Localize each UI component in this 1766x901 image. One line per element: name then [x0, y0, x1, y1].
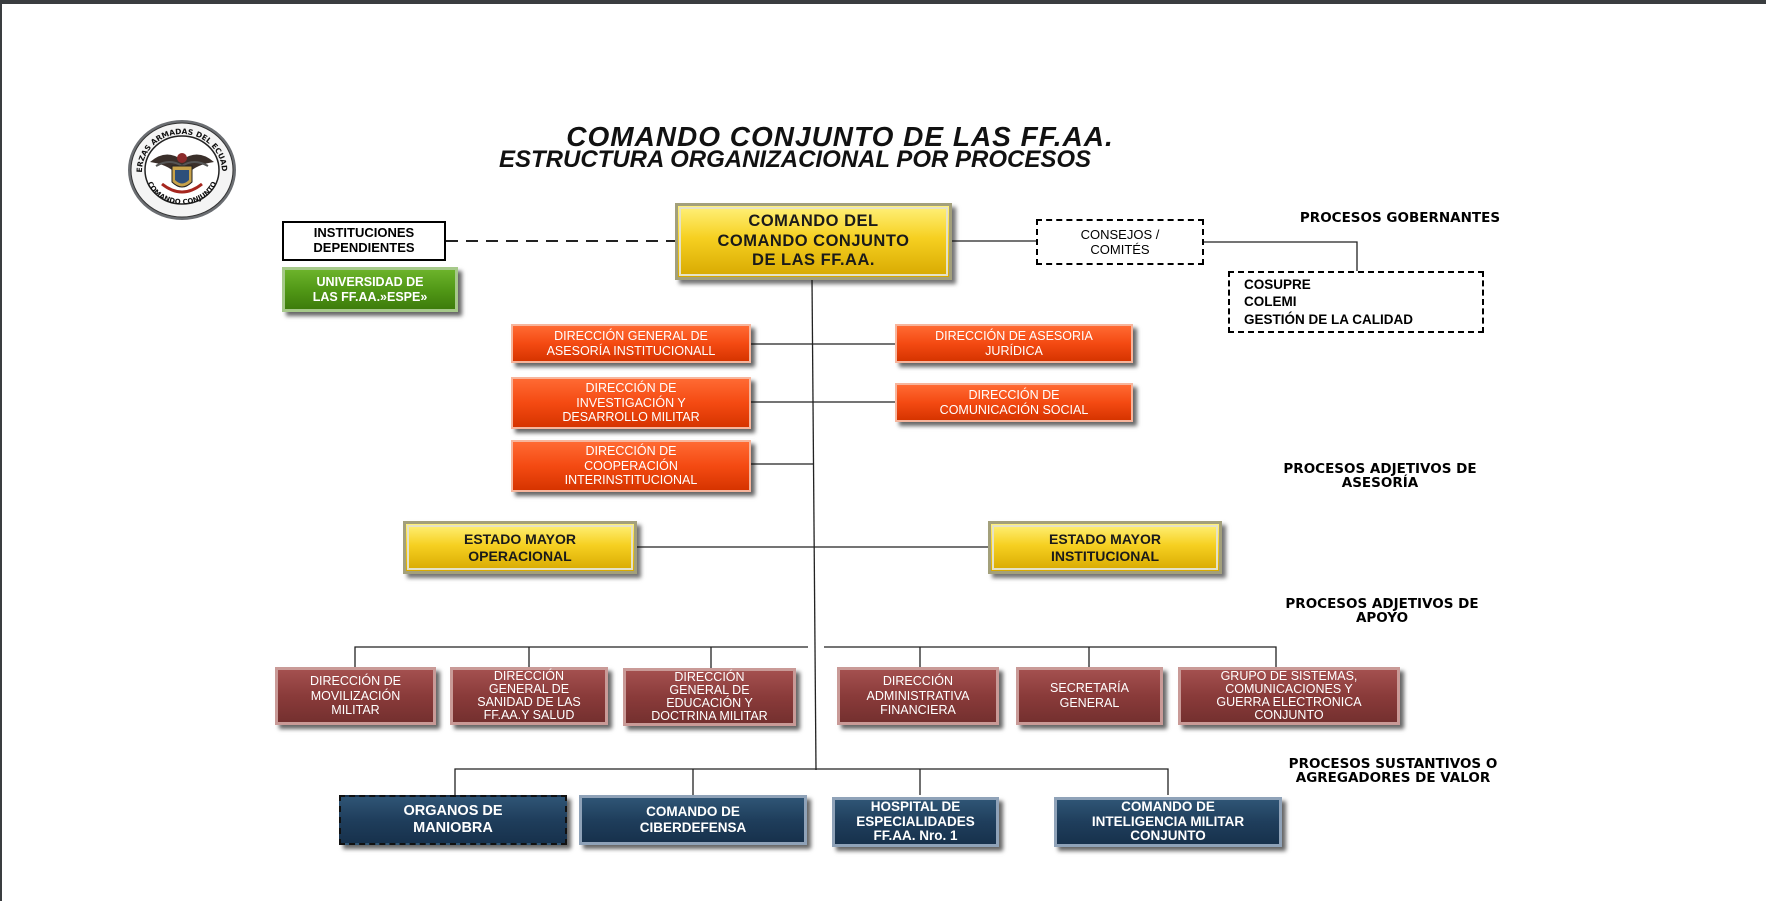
estado-mayor-operacional-box[interactable]: ESTADO MAYOR OPERACIONAL	[403, 521, 637, 574]
comunicacion-social-box[interactable]: DIRECCIÓN DE COMUNICACIÓN SOCIAL	[895, 383, 1133, 422]
cooperacion-interinstitucional-box[interactable]: DIRECCIÓN DE COOPERACIÓN INTERINSTITUCIO…	[511, 440, 751, 492]
universidad-espe-box[interactable]: UNIVERSIDAD DE LAS FF.AA.»ESPE»	[282, 267, 458, 312]
label-procesos-sustantivos: PROCESOS SUSTANTIVOS O AGREGADORES DE VA…	[1288, 756, 1498, 787]
hospital-especialidades-box[interactable]: HOSPITAL DE ESPECIALIDADES FF.AA. Nro. 1	[832, 797, 999, 847]
page-title: COMANDO CONJUNTO DE LAS FF.AA.	[566, 121, 1114, 152]
ciberdefensa-box[interactable]: COMANDO DE CIBERDEFENSA	[579, 795, 807, 845]
investigacion-desarrollo-box[interactable]: DIRECCIÓN DE INVESTIGACIÓN Y DESARROLLO …	[511, 377, 751, 429]
apoyo-administrativa-box[interactable]: DIRECCIÓN ADMINISTRATIVA FINANCIERA	[837, 667, 999, 725]
consejos-comites-box[interactable]: CONSEJOS / COMITÉS	[1036, 219, 1204, 265]
apoyo-bus-right	[824, 646, 1277, 668]
label-procesos-gobernantes: PROCESOS GOBERNANTES	[1299, 210, 1501, 226]
comites-list-box[interactable]: COSUPRE COLEMI GESTIÓN DE LA CALIDAD	[1228, 271, 1484, 333]
trunk-line	[811, 278, 817, 771]
asesoria-institucional-box[interactable]: DIRECCIÓN GENERAL DE ASESORÍA INSTITUCIO…	[511, 324, 751, 363]
label-procesos-apoyo: PROCESOS ADJETIVOS DE APOYO	[1285, 596, 1479, 627]
apoyo-educacion-box[interactable]: DIRECCIÓN GENERAL DE EDUCACIÓN Y DOCTRIN…	[623, 668, 796, 726]
apoyo-sistemas-box[interactable]: GRUPO DE SISTEMAS, COMUNICACIONES Y GUER…	[1178, 667, 1400, 725]
inteligencia-militar-box[interactable]: COMANDO DE INTELIGENCIA MILITAR CONJUNTO	[1054, 797, 1282, 847]
comando-del-comando-conjunto-box[interactable]: COMANDO DEL COMANDO CONJUNTO DE LAS FF.A…	[675, 203, 952, 280]
consejos-list-line	[1203, 241, 1358, 271]
estado-mayor-institucional-box[interactable]: ESTADO MAYOR INSTITUCIONAL	[988, 521, 1222, 574]
instituciones-dependientes-box[interactable]: INSTITUCIONES DEPENDIENTES	[282, 221, 446, 261]
apoyo-sanidad-box[interactable]: DIRECCIÓN GENERAL DE SANIDAD DE LAS FF.A…	[450, 667, 608, 725]
page-subtitle: ESTRUCTURA ORGANIZACIONAL POR PROCESOS	[498, 146, 1092, 173]
comando-conjunto-seal-logo: FUERZAS ARMADAS DEL ECUADOR COMANDO CONJ…	[126, 118, 236, 220]
organos-maniobra-box[interactable]: ORGANOS DE MANIOBRA	[339, 795, 567, 845]
apoyo-secretaria-box[interactable]: SECRETARÍA GENERAL	[1016, 667, 1163, 725]
sustantivos-bus	[454, 768, 1169, 795]
apoyo-bus-left	[354, 646, 808, 668]
asesoria-juridica-box[interactable]: DIRECCIÓN DE ASESORIA JURÍDICA	[895, 324, 1133, 363]
apoyo-movilizacion-box[interactable]: DIRECCIÓN DE MOVILIZACIÓN MILITAR	[275, 667, 436, 725]
label-procesos-asesoria: PROCESOS ADJETIVOS DE ASESORÍA	[1283, 461, 1477, 492]
